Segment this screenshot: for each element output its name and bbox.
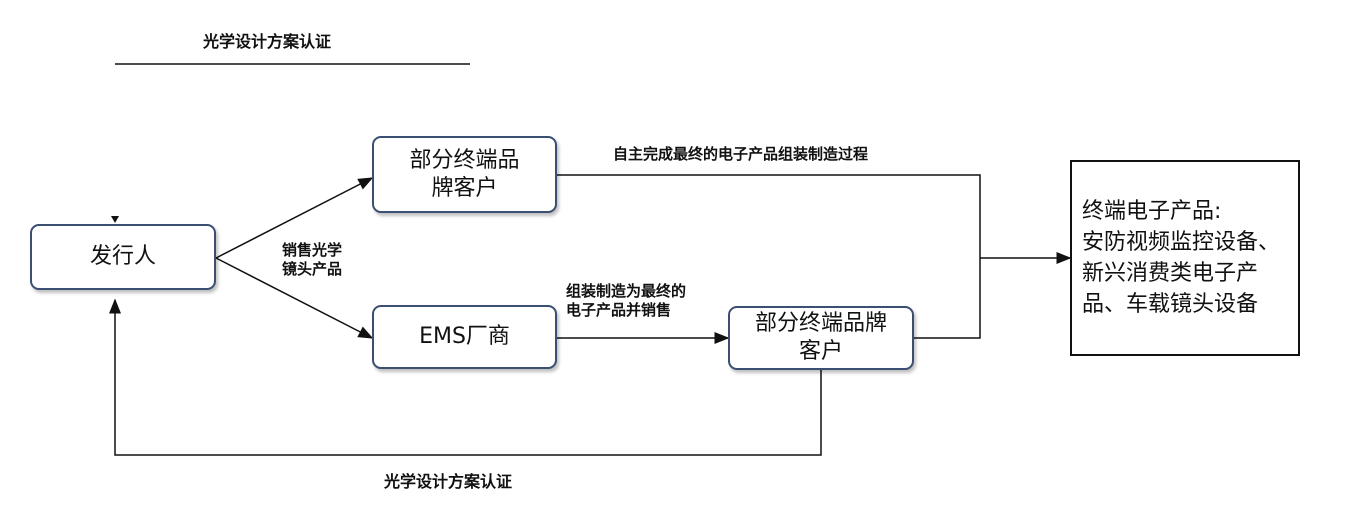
ems-assembly-label: 组装制造为最终的 电子产品并销售 xyxy=(566,282,687,319)
ems-node: EMS厂商 xyxy=(372,305,557,369)
end-products-node: 终端电子产品: 安防视频监控设备、 新兴消费类电子产 品、车载镜头设备 xyxy=(1070,160,1300,356)
sell-lens-label: 销售光学 镜头产品 xyxy=(282,241,343,278)
issuer-top-marker xyxy=(111,216,119,223)
line-feedback-bottom xyxy=(109,298,822,456)
arrow-issuer-to-brand-top xyxy=(215,177,374,259)
arrow-issuer-to-ems xyxy=(215,257,374,339)
line-brand-top-to-final xyxy=(557,174,981,258)
self-assembly-label: 自主完成最终的电子产品组装制造过程 xyxy=(613,145,869,163)
line-brand-bottom-to-final xyxy=(914,258,981,339)
bottom-certification-label: 光学设计方案认证 xyxy=(384,472,513,491)
issuer-node: 发行人 xyxy=(30,224,216,290)
top-certification-label: 光学设计方案认证 xyxy=(203,32,332,51)
brand-customer-bottom-node: 部分终端品牌 客户 xyxy=(728,306,914,370)
brand-customer-top-node: 部分终端品 牌客户 xyxy=(372,136,557,213)
